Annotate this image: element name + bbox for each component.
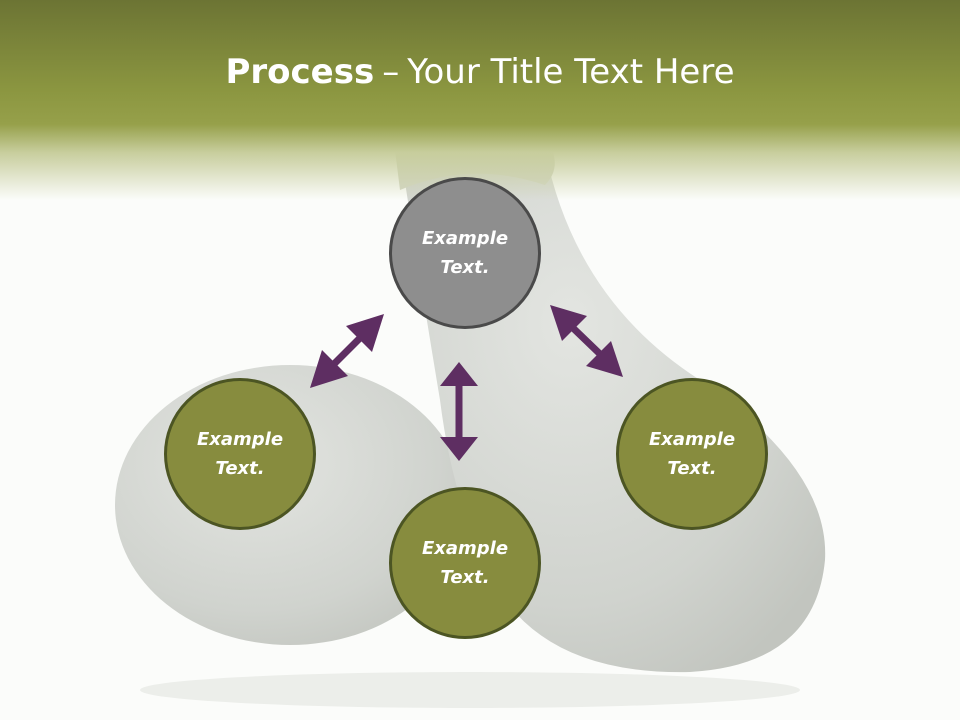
node-left: Example Text. — [164, 378, 316, 530]
node-top-label: Example Text. — [421, 228, 509, 278]
node-right: Example Text. — [616, 378, 768, 530]
title-rest: Your Title Text Here — [407, 52, 735, 92]
node-left-label: Example Text. — [196, 429, 284, 479]
node-bottom-label: Example Text. — [421, 538, 509, 588]
node-bottom: Example Text. — [389, 487, 541, 639]
node-top: Example Text. — [389, 177, 541, 329]
title-dash: – — [382, 52, 400, 92]
arrow-top-left — [310, 314, 384, 388]
header-band — [0, 0, 960, 200]
arrow-center-vertical — [440, 362, 478, 461]
title-bold: Process — [225, 52, 375, 92]
arrow-top-right — [550, 305, 623, 377]
slide-title: Process–Your Title Text Here — [0, 52, 960, 92]
node-right-label: Example Text. — [648, 429, 736, 479]
